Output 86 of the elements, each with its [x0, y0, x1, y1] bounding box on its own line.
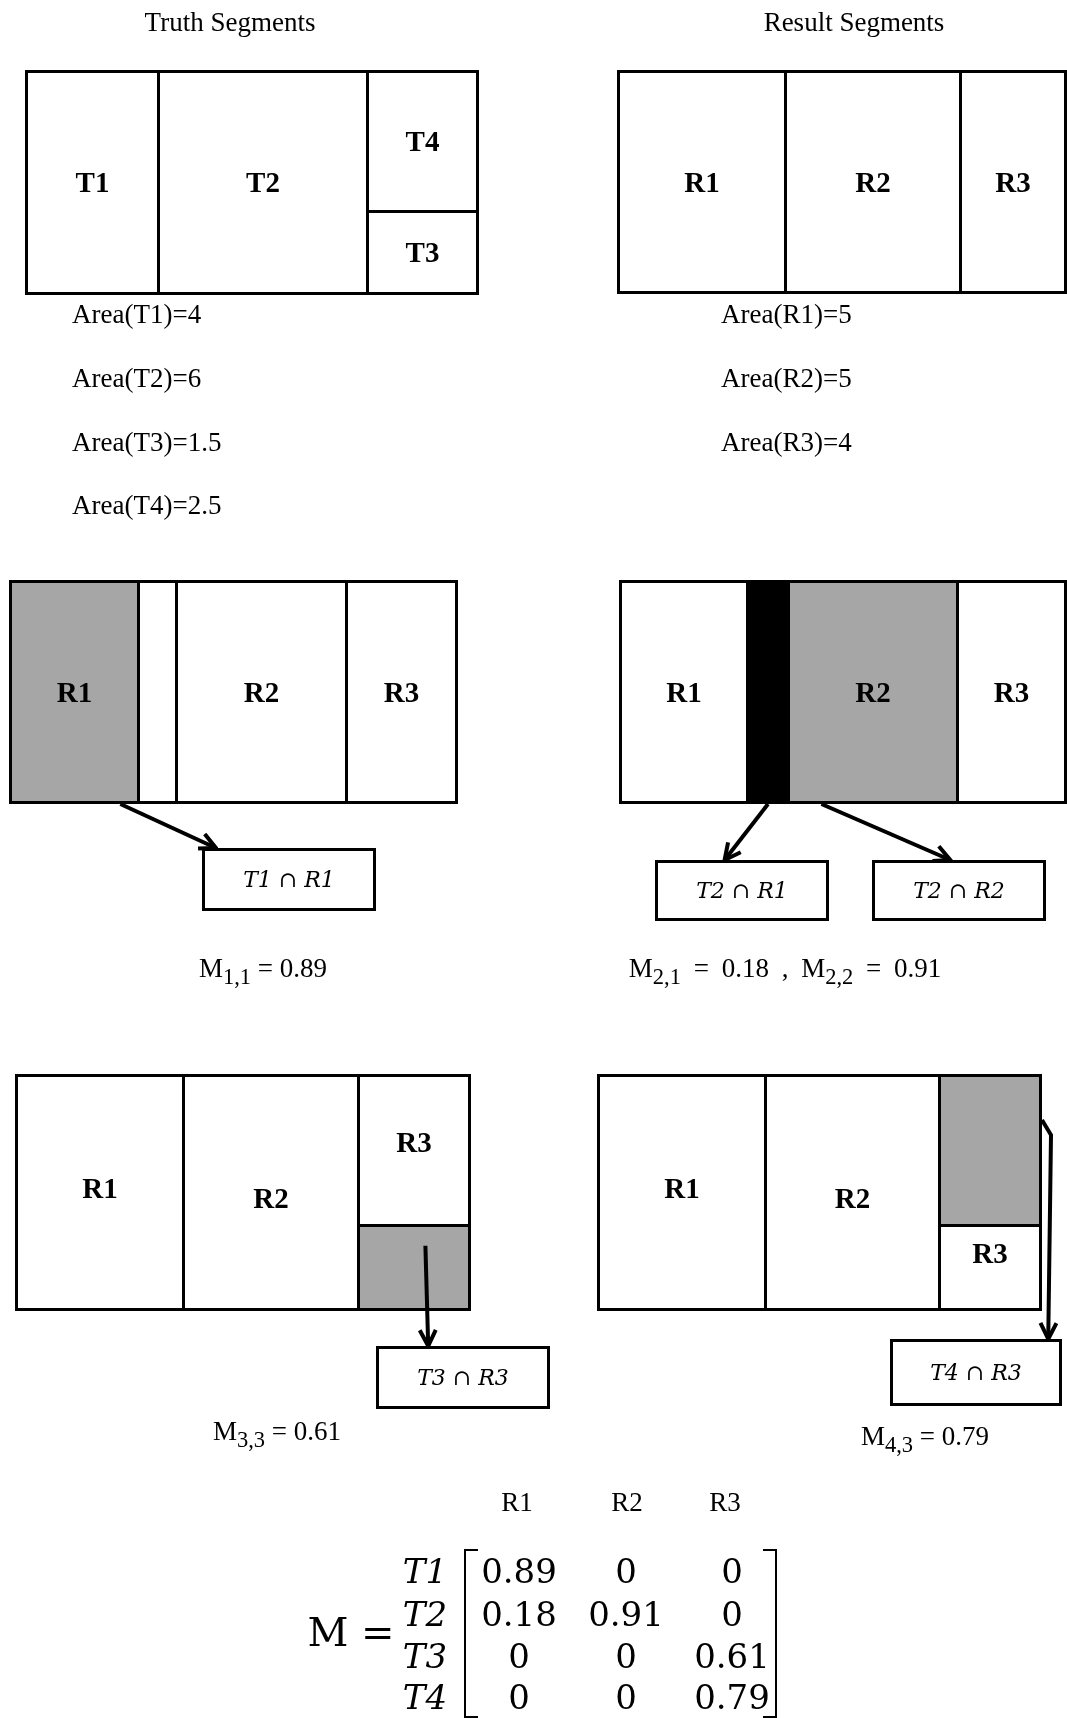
segment-label: R2: [855, 675, 891, 709]
arrow: [417, 1245, 438, 1348]
segment-box: [617, 70, 787, 294]
segment-box: [938, 1224, 1042, 1311]
segment-box: [345, 580, 458, 804]
matrix-value: 0.91: [588, 1596, 664, 1634]
row-label: T1: [402, 1553, 448, 1591]
formula-label: M$_{1,1}$ = 0.89: [198, 954, 328, 990]
row-label: T2: [402, 1596, 448, 1634]
segment-box: [175, 580, 348, 804]
arrow: [722, 802, 770, 862]
segment-label: R3: [993, 675, 1030, 709]
highlighted-segment: [938, 1074, 1042, 1227]
matrix-value: 0.89: [481, 1553, 557, 1591]
formula-label: M$_{3,3}$ = 0.61: [212, 1417, 342, 1453]
matrix-value: 0: [721, 1596, 743, 1634]
segment-label: T2: [246, 166, 280, 199]
area-label: Area(T2)=6: [72, 364, 202, 394]
highlighted-segment: [357, 1224, 471, 1311]
matrix-value: 0: [615, 1553, 637, 1591]
segment-label: R3: [396, 1126, 432, 1159]
area-label: Area(T1)=4: [72, 300, 202, 330]
segment-box: [157, 70, 369, 295]
intersection-label: T3 ∩ R3: [417, 1365, 509, 1390]
segment-label: R1: [684, 165, 720, 199]
segment-label: R3: [383, 675, 420, 709]
formula-label: M$_{2,1}$ = 0.18 , M$_{2,2}$ = 0.91: [628, 954, 942, 990]
matrix-value: 0: [615, 1638, 637, 1676]
segment-label: R3: [972, 1237, 1008, 1270]
intersection-label: T2 ∩ R1: [696, 878, 788, 903]
segment-label: R2: [243, 675, 280, 709]
matrix-label: M =: [307, 1610, 395, 1654]
segment-box: [366, 70, 479, 213]
segment-box: [137, 580, 178, 804]
highlighted-segment: [787, 580, 959, 804]
arrow: [820, 802, 953, 863]
segment-box: [959, 70, 1067, 294]
segment-box: [25, 70, 160, 295]
matrix-value: 0.79: [694, 1679, 770, 1717]
area-label: Area(T3)=1.5: [72, 428, 222, 458]
arrow: [119, 802, 218, 851]
segment-label: R2: [855, 165, 891, 199]
intersection-box: [655, 860, 829, 921]
heading: Truth Segments: [144, 8, 316, 38]
intersection-label: T2 ∩ R2: [913, 878, 1005, 903]
matrix-value: 0: [615, 1679, 637, 1717]
segment-box: [956, 580, 1067, 804]
matrix-value: 0: [508, 1638, 530, 1676]
formula-label: M$_{4,3}$ = 0.79: [860, 1422, 990, 1458]
segment-label: R1: [664, 1172, 700, 1205]
intersection-box: [890, 1339, 1062, 1406]
column-header: R3: [709, 1488, 741, 1518]
overlap-bar: [746, 580, 790, 804]
segment-label: R2: [834, 1182, 871, 1215]
segment-box: [366, 210, 479, 295]
matrix-value: 0: [508, 1679, 530, 1717]
segment-label: T3: [405, 236, 440, 269]
area-label: Area(R2)=5: [721, 364, 852, 394]
segment-label: R2: [253, 1182, 289, 1215]
intersection-box: [202, 848, 376, 911]
segment-label: R1: [82, 1172, 118, 1205]
segment-box: [15, 1074, 185, 1311]
intersection-label: T1 ∩ R1: [243, 867, 335, 892]
column-header: R1: [501, 1488, 533, 1518]
area-label: Area(T4)=2.5: [72, 491, 222, 521]
segment-label: R3: [995, 165, 1031, 199]
arrow: [1038, 1118, 1059, 1341]
row-label: T3: [402, 1638, 448, 1676]
heading: Result Segments: [763, 8, 945, 38]
segment-box: [784, 70, 962, 294]
highlighted-segment: [9, 580, 140, 804]
area-label: Area(R1)=5: [721, 300, 852, 330]
intersection-label: T4 ∩ R3: [930, 1360, 1022, 1385]
matrix-value: 0: [721, 1553, 743, 1591]
intersection-box: [376, 1346, 550, 1409]
segment-label: T4: [405, 125, 440, 158]
segment-label: T1: [75, 166, 110, 199]
segment-label: R1: [666, 675, 702, 709]
matrix-value: 0.18: [481, 1596, 557, 1634]
intersection-box: [872, 860, 1046, 921]
column-header: R2: [611, 1488, 643, 1518]
area-label: Area(R3)=4: [721, 428, 852, 458]
segment-box: [597, 1074, 767, 1311]
row-label: T4: [402, 1679, 448, 1717]
matrix-value: 0.61: [694, 1638, 770, 1676]
segment-label: R1: [56, 675, 93, 709]
